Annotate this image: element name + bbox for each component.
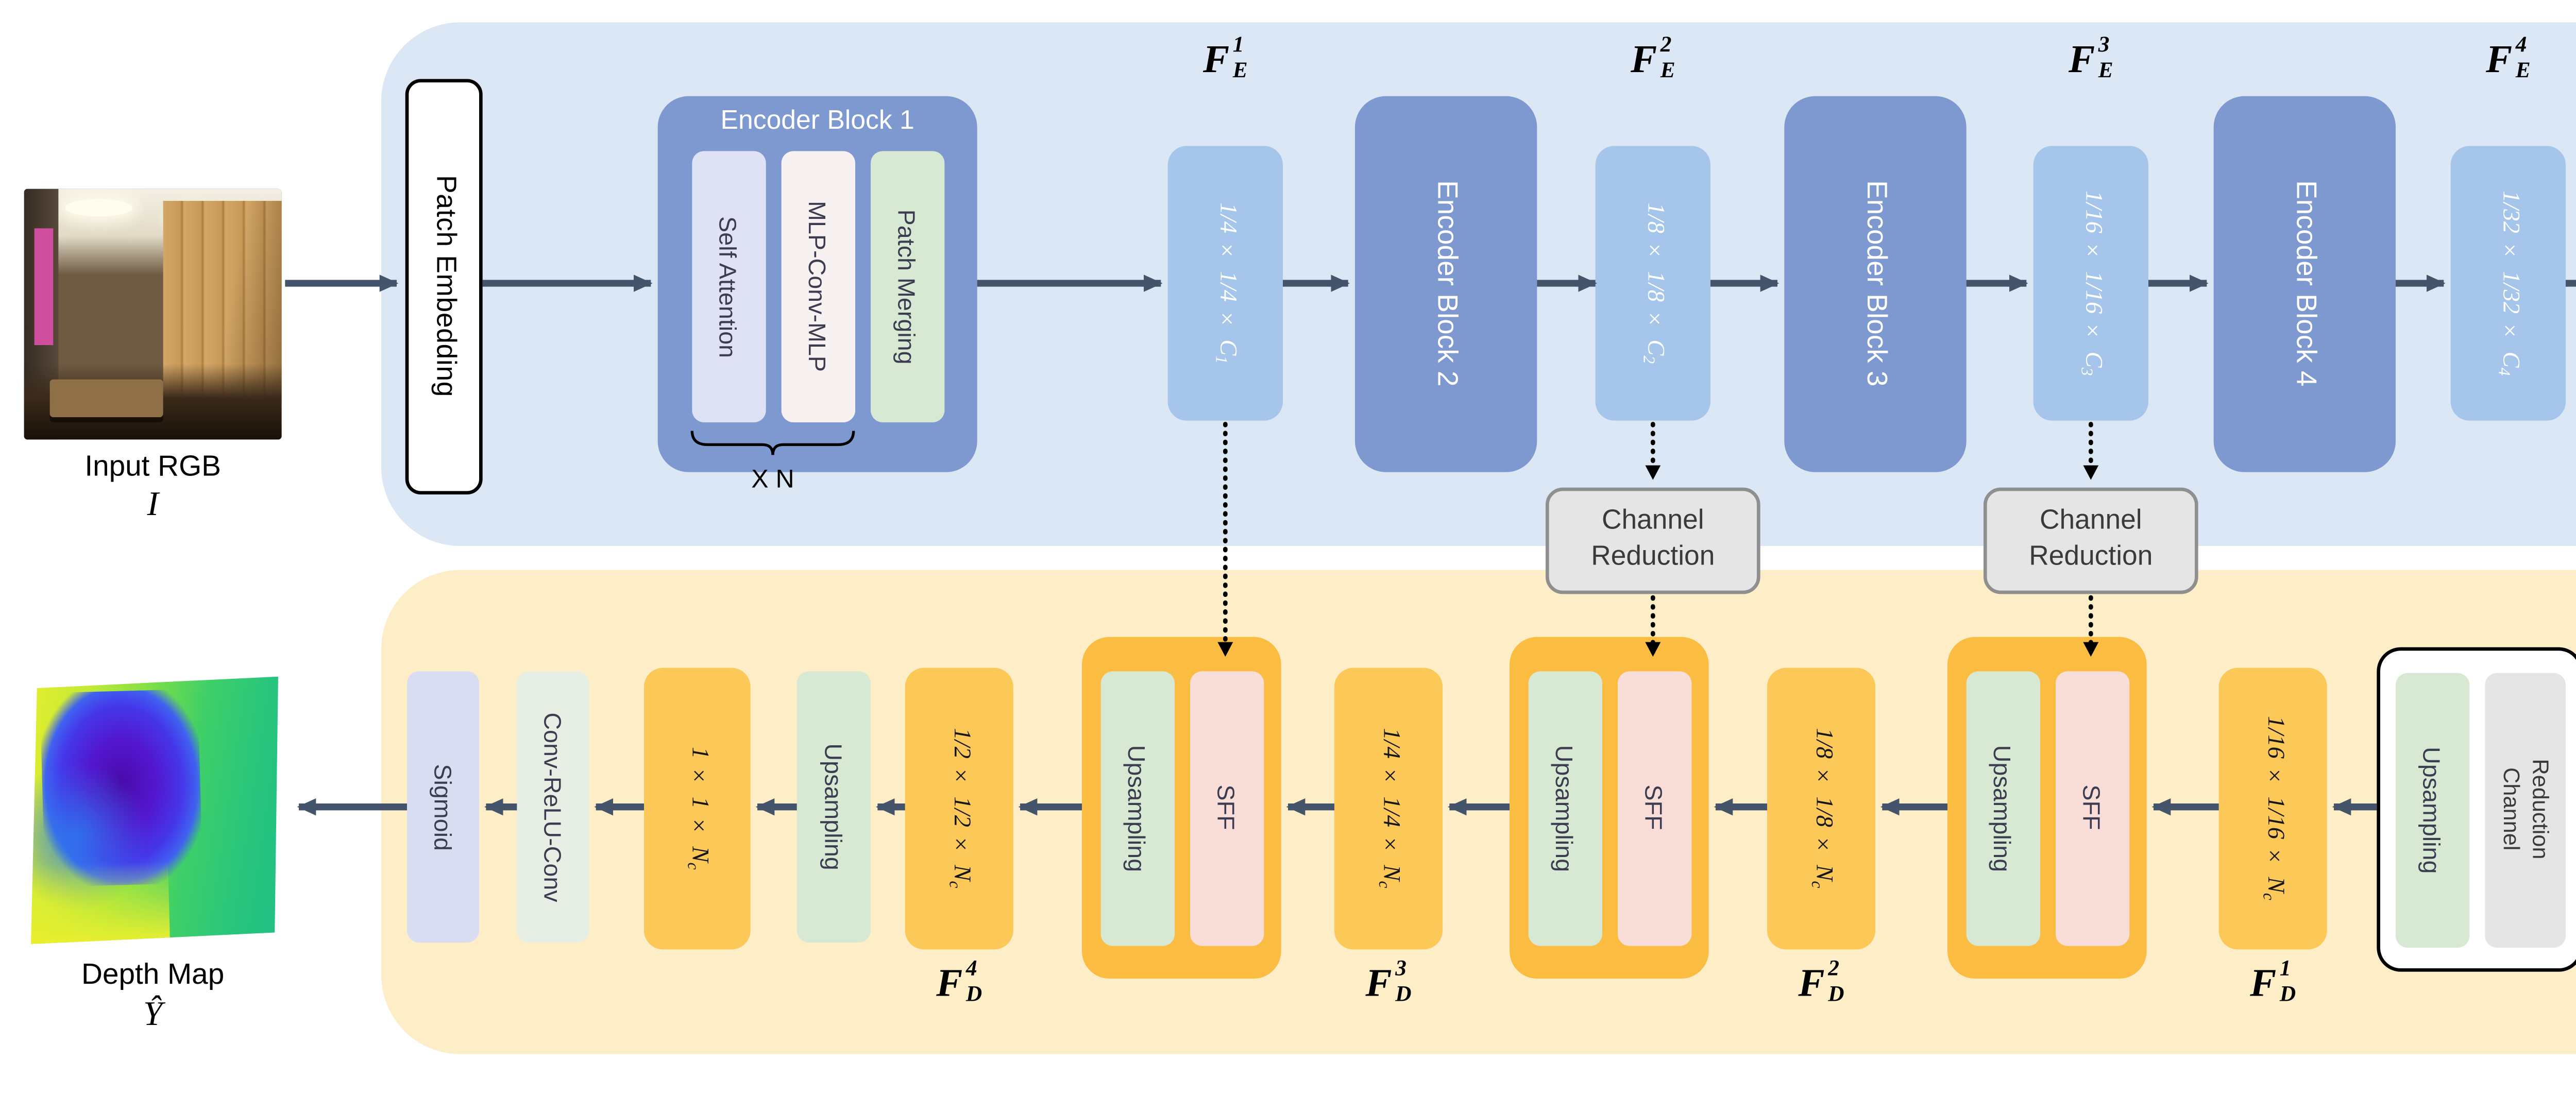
- sff2-upsampling-box: Upsampling: [1527, 670, 1602, 945]
- input-caption: Input RGB: [84, 450, 221, 483]
- encoder-block-2: Encoder Block 2: [1354, 96, 1537, 472]
- photo-light: [65, 199, 132, 217]
- sff-container-2: Upsampling SFF: [1509, 637, 1709, 979]
- feature-e3-box: 1/16 × 1/16 × C3: [2033, 146, 2148, 421]
- sff3-upsampling-box: Upsampling: [1099, 670, 1174, 945]
- encoder-block-1: Self Attention MLP-Conv-MLP Patch Mergin…: [657, 96, 977, 472]
- depth-far-region: [29, 862, 171, 944]
- feature-d1-box: 1/16 × 1/16 × Nc: [2218, 668, 2327, 950]
- encoder-block-2-label: Encoder Block 2: [1431, 181, 1463, 387]
- input-symbol: I: [147, 486, 159, 524]
- sff3-fusion-box: SFF: [1189, 670, 1263, 945]
- output-caption: Depth Map: [81, 957, 225, 991]
- decoder-input-block: Upsampling Channel Reduction: [2377, 647, 2576, 972]
- feature-d4-box: 1/2 × 1/2 × Nc: [905, 668, 1013, 950]
- output-symbol: Ŷ: [143, 996, 163, 1034]
- feature-e2-dims: 1/8 × 1/8 × C2: [1638, 202, 1668, 364]
- encoder-block-3: Encoder Block 3: [1784, 96, 1967, 472]
- encoder-block-3-label: Encoder Block 3: [1860, 181, 1892, 387]
- self-attention-box: Self Attention: [691, 151, 765, 422]
- patch-merging-label: Patch Merging: [893, 209, 921, 365]
- mlp-conv-mlp-box: MLP-Conv-MLP: [780, 151, 855, 422]
- self-attention-label: Self Attention: [714, 216, 742, 358]
- patch-embedding-box: Patch Embedding: [405, 79, 483, 494]
- depth-map-image: [24, 677, 285, 944]
- sff1-upsampling-box: Upsampling: [1965, 670, 2040, 945]
- channel-reduction-box-1: Channel Reduction: [1545, 487, 1760, 594]
- feature-e4-box: 1/32 × 1/32 × C4: [2450, 146, 2566, 421]
- io-channel-reduction-label: Channel Reduction: [2498, 759, 2554, 860]
- feature-d3-box: 1/4 × 1/4 × Nc: [1334, 668, 1443, 950]
- io-upsampling-box: Upsampling: [2395, 672, 2469, 947]
- photo-pink-sign: [34, 229, 53, 345]
- feature-e2-box: 1/8 × 1/8 × C2: [1595, 146, 1710, 421]
- mlp-conv-mlp-label: MLP-Conv-MLP: [803, 201, 832, 372]
- patch-merging-box: Patch Merging: [870, 151, 944, 422]
- encoder-block-4: Encoder Block 4: [2213, 96, 2396, 472]
- channel-reduction-box-2: Channel Reduction: [1983, 487, 2198, 594]
- photo-table: [49, 379, 163, 417]
- feature-e4-dims: 1/32 × 1/32 × C4: [2494, 191, 2523, 376]
- upsampling-box: Upsampling: [796, 671, 871, 943]
- sff-container-1: Upsampling SFF: [1947, 637, 2147, 979]
- encoder-block-1-title: Encoder Block 1: [720, 106, 914, 136]
- feature-e3-dims: 1/16 × 1/16 × C3: [2076, 191, 2106, 376]
- input-rgb-image: [24, 189, 282, 440]
- upsampling-label: Upsampling: [820, 743, 848, 870]
- feature-d3-dims: 1/4 × 1/4 × Nc: [1374, 728, 1403, 889]
- sff1-fusion-box: SFF: [2055, 670, 2129, 945]
- conv-1x1-box: 1 × 1 × Nc: [643, 668, 751, 950]
- feature-d2-dims: 1/8 × 1/8 × Nc: [1806, 728, 1836, 889]
- feature-e1-dims: 1/4 × 1/4 × C1: [1211, 202, 1240, 364]
- conv-1x1-dims: 1 × 1 × Nc: [683, 747, 712, 870]
- sigmoid-box: Sigmoid: [406, 671, 479, 943]
- feature-d4-dims: 1/2 × 1/2 × Nc: [944, 728, 974, 889]
- conv-relu-conv-label: Conv-ReLU-Conv: [539, 712, 567, 902]
- conv-relu-conv-box: Conv-ReLU-Conv: [517, 671, 589, 943]
- io-upsampling-label: Upsampling: [2418, 746, 2446, 873]
- patch-embedding-label: Patch Embedding: [430, 176, 460, 398]
- feature-e1-box: 1/4 × 1/4 × C1: [1167, 146, 1283, 421]
- repeat-label: X N: [751, 465, 794, 494]
- io-channel-reduction-box: Channel Reduction: [2484, 672, 2565, 947]
- sff2-fusion-box: SFF: [1617, 670, 1691, 945]
- repeat-brace: [690, 431, 855, 455]
- sigmoid-label: Sigmoid: [429, 763, 457, 850]
- feature-d1-dims: 1/16 × 1/16 × Nc: [2258, 716, 2287, 901]
- feature-d2-box: 1/8 × 1/8 × Nc: [1767, 668, 1875, 950]
- encoder-block-4-label: Encoder Block 4: [2290, 181, 2321, 387]
- sff-container-3: Upsampling SFF: [1081, 637, 1281, 979]
